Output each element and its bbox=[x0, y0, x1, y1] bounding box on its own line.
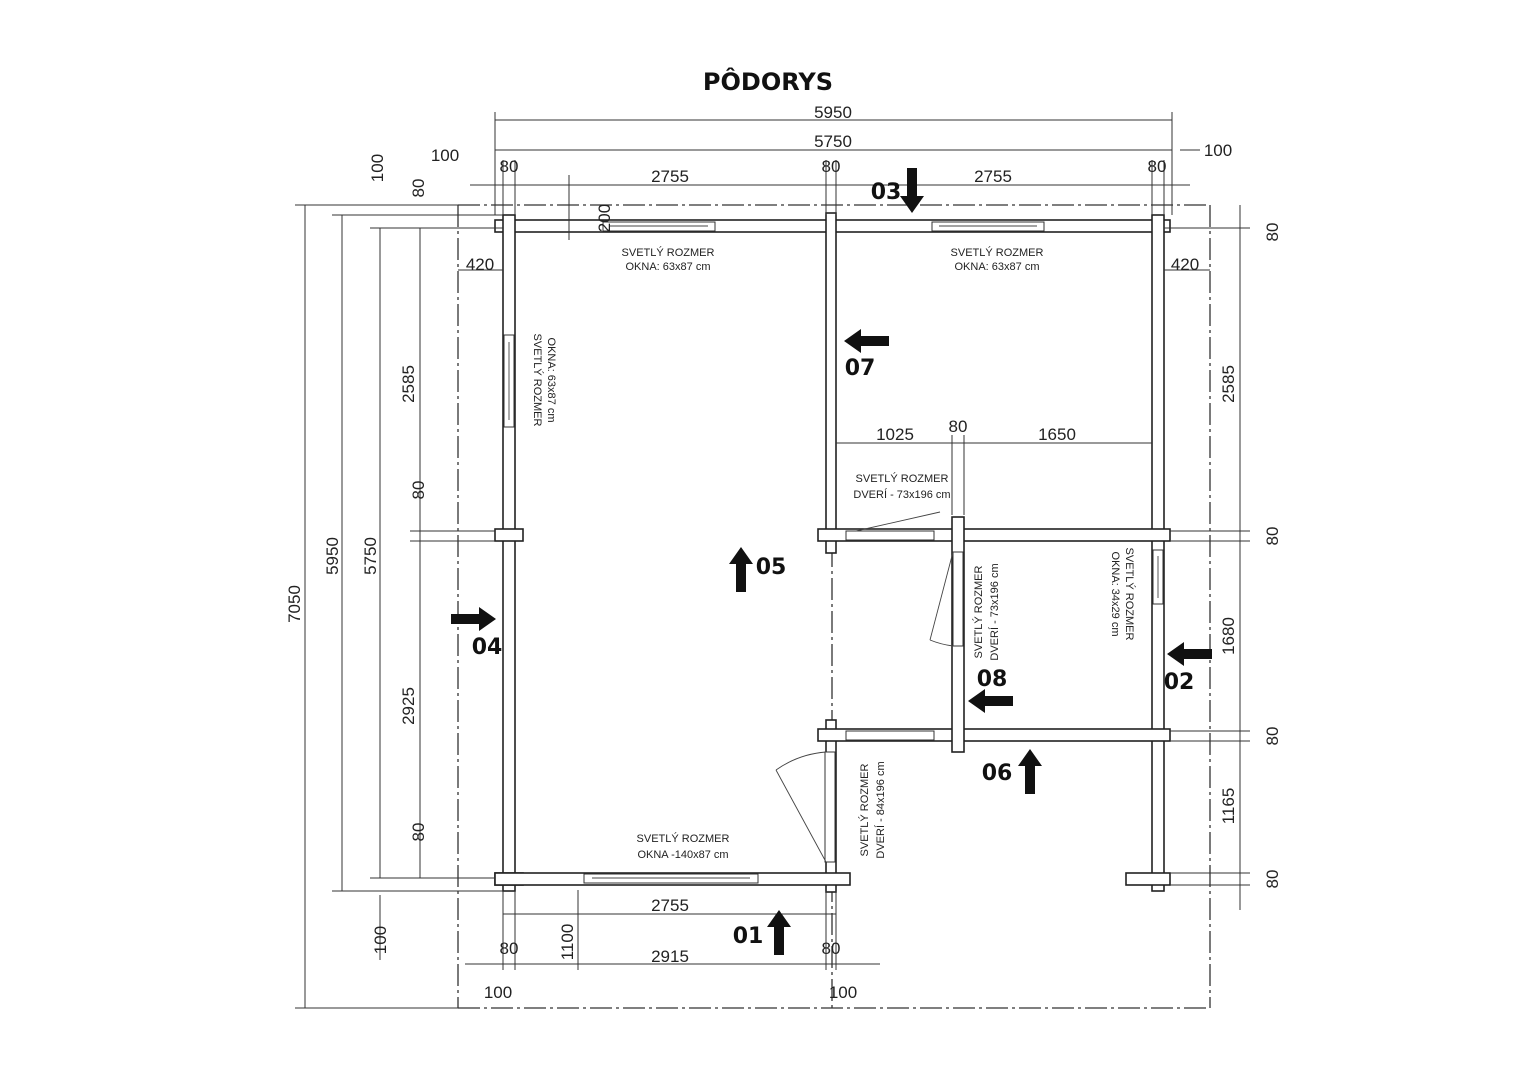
note-inner-door-size: DVERÍ - 73x196 cm bbox=[853, 488, 950, 501]
dim-left-7050: 7050 bbox=[285, 585, 304, 623]
note-inner-door-title: SVETLÝ ROZMER bbox=[856, 472, 949, 485]
note-side-door-size: DVERÍ - 73x196 cm bbox=[988, 563, 1001, 660]
note-right-window-size: OKNA: 34x29 cm bbox=[1109, 552, 1121, 637]
dim-overhang-right: 420 bbox=[1171, 255, 1199, 274]
dim-left-2585: 2585 bbox=[399, 365, 418, 403]
dim-top-left-offset: 100 bbox=[431, 146, 459, 165]
marker-05-label: 05 bbox=[756, 555, 787, 580]
marker-03-arrow-icon bbox=[900, 168, 924, 213]
marker-03-label: 03 bbox=[871, 180, 902, 205]
dim-left-80-mid: 80 bbox=[409, 481, 428, 500]
marker-07-label: 07 bbox=[845, 356, 876, 381]
dim-bottom-80-right: 80 bbox=[822, 939, 841, 958]
marker-08-label: 08 bbox=[977, 667, 1008, 692]
dim-left-80-bottom: 80 bbox=[409, 823, 428, 842]
dim-inner-1025: 1025 bbox=[876, 425, 914, 444]
note-top-left-window-title: SVETLÝ ROZMER bbox=[622, 246, 715, 259]
dim-left-2925: 2925 bbox=[399, 687, 418, 725]
dim-bottom-1100: 1100 bbox=[558, 924, 577, 961]
dim-inner-1650: 1650 bbox=[1038, 425, 1076, 444]
view-markers bbox=[451, 168, 1212, 955]
dim-top-inner: 5750 bbox=[814, 132, 852, 151]
dim-bottom-2915: 2915 bbox=[651, 947, 689, 966]
note-top-left-window-size: OKNA: 63x87 cm bbox=[626, 261, 711, 273]
note-left-window-size: OKNA: 63x87 cm bbox=[545, 338, 557, 423]
windows bbox=[503, 221, 1164, 884]
dim-right-80-bottom: 80 bbox=[1263, 870, 1282, 889]
dim-left-bottom-100: 100 bbox=[371, 926, 390, 954]
dim-right-1165: 1165 bbox=[1219, 788, 1238, 825]
dim-top-wall-right: 80 bbox=[1148, 157, 1167, 176]
dim-left-5950: 5950 bbox=[323, 537, 342, 575]
dim-right-80-lower: 80 bbox=[1263, 727, 1282, 746]
note-main-door-size: DVERÍ - 84x196 cm bbox=[874, 761, 887, 858]
plan-title: PÔDORYS bbox=[703, 66, 833, 96]
marker-02-arrow-icon bbox=[1167, 642, 1212, 666]
note-top-right-window-title: SVETLÝ ROZMER bbox=[951, 246, 1044, 259]
top-dimensions bbox=[470, 112, 1200, 240]
dim-top-span-right: 2755 bbox=[974, 167, 1012, 186]
note-side-door-title: SVETLÝ ROZMER bbox=[972, 565, 985, 658]
dim-top-span-left: 2755 bbox=[651, 167, 689, 186]
marker-07-arrow-icon bbox=[844, 329, 889, 353]
roof-outline bbox=[457, 204, 1211, 1009]
note-left-window-title: SVETLÝ ROZMER bbox=[531, 334, 544, 427]
dim-overhang-left: 420 bbox=[466, 255, 494, 274]
dim-right-2585: 2585 bbox=[1219, 365, 1238, 403]
left-dimensions bbox=[295, 204, 503, 1009]
dim-top-right-offset: 100 bbox=[1204, 141, 1232, 160]
marker-06-label: 06 bbox=[982, 761, 1013, 786]
marker-04-label: 04 bbox=[472, 635, 503, 660]
dim-top-window-offset: 200 bbox=[595, 204, 614, 232]
dim-bottom-100-right: 100 bbox=[829, 983, 857, 1002]
dim-right-80-top: 80 bbox=[1263, 223, 1282, 242]
right-dimensions bbox=[1164, 205, 1250, 910]
marker-05-arrow-icon bbox=[729, 547, 753, 592]
dim-bottom-80-left: 80 bbox=[500, 939, 519, 958]
dim-top-wall-mid: 80 bbox=[822, 157, 841, 176]
note-main-door-title: SVETLÝ ROZMER bbox=[858, 763, 871, 856]
marker-08-arrow-icon bbox=[968, 689, 1013, 713]
doors bbox=[775, 511, 964, 863]
marker-06-arrow-icon bbox=[1018, 749, 1042, 794]
note-right-window-title: SVETLÝ ROZMER bbox=[1123, 548, 1136, 641]
dim-top-overall: 5950 bbox=[814, 103, 852, 122]
dim-top-wall-left: 80 bbox=[500, 157, 519, 176]
inner-dimensions bbox=[836, 435, 1152, 515]
dim-left-5750: 5750 bbox=[361, 537, 380, 575]
marker-01-label: 01 bbox=[733, 924, 764, 949]
dim-right-80-mid: 80 bbox=[1263, 527, 1282, 546]
marker-04-arrow-icon bbox=[451, 607, 496, 631]
dim-bottom-2755: 2755 bbox=[651, 896, 689, 915]
marker-01-arrow-icon bbox=[767, 910, 791, 955]
dim-bottom-100-left: 100 bbox=[484, 983, 512, 1002]
note-bottom-window-title: SVETLÝ ROZMER bbox=[637, 832, 730, 845]
dim-right-1680: 1680 bbox=[1219, 617, 1238, 655]
note-top-right-window-size: OKNA: 63x87 cm bbox=[955, 261, 1040, 273]
marker-02-label: 02 bbox=[1164, 670, 1195, 695]
dim-inner-80: 80 bbox=[949, 417, 968, 436]
note-bottom-window-size: OKNA -140x87 cm bbox=[637, 849, 728, 861]
dim-left-top-80: 80 bbox=[409, 179, 428, 198]
dim-left-top-100: 100 bbox=[368, 154, 387, 182]
